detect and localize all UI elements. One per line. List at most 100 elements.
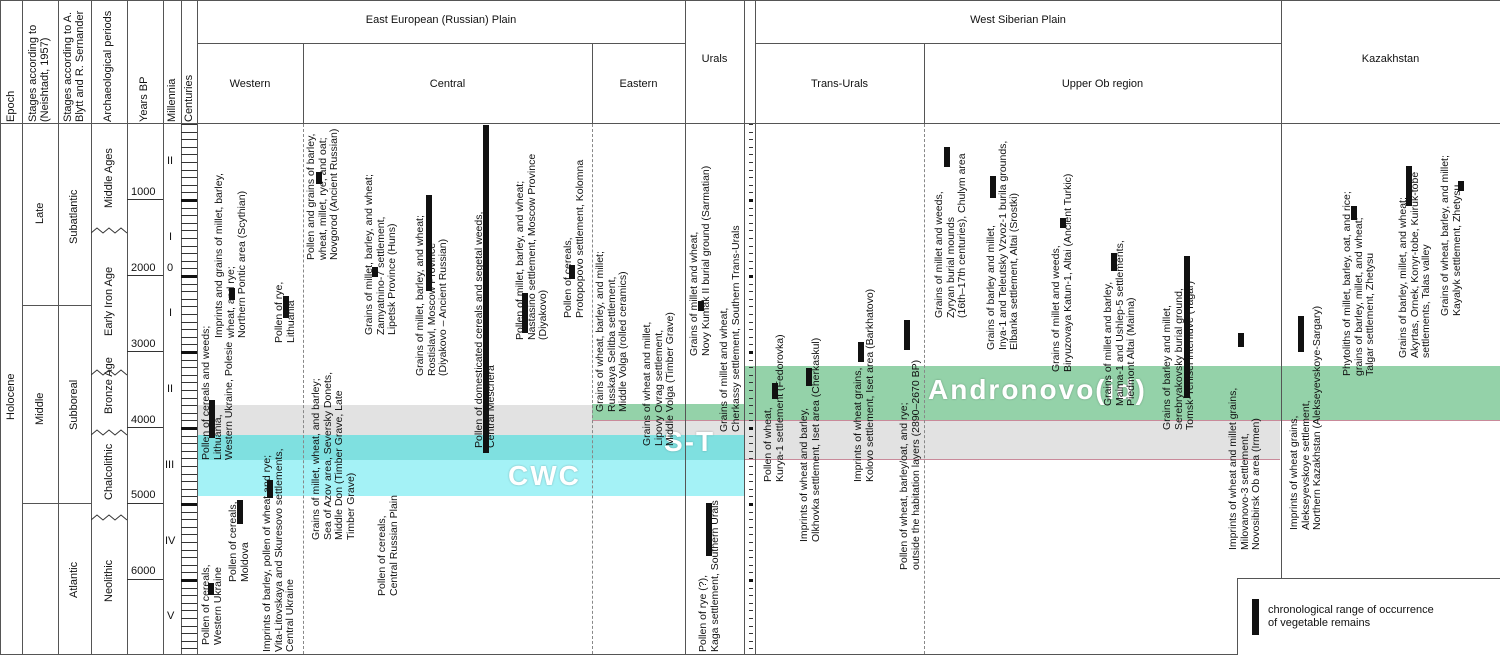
year-tick — [127, 275, 163, 276]
millennium-III: III — [165, 459, 175, 471]
edge-century-tick — [749, 321, 753, 323]
cwc-band — [197, 435, 744, 460]
century-tick — [181, 640, 197, 642]
century-tick — [181, 306, 197, 308]
range-bar-c7 — [522, 293, 528, 333]
header-epoch: Epoch — [5, 90, 17, 122]
col-line — [755, 0, 756, 655]
century-tick — [181, 329, 197, 331]
range-bar-o6 — [1238, 333, 1244, 347]
century-tick — [181, 420, 197, 422]
century-tick — [181, 344, 197, 346]
entry-k4: Grains of wheat, barley, and millet; Kay… — [1439, 155, 1463, 316]
edge-century-tick — [749, 230, 753, 232]
edge-century-tick — [749, 131, 753, 133]
range-bar-c1 — [316, 172, 322, 184]
header-wsplain: West Siberian Plain — [970, 14, 1066, 26]
century-tick — [181, 146, 197, 148]
andronovo-band — [592, 404, 744, 420]
col-line — [163, 0, 164, 655]
entry-u3: Grains of millet and wheat, Cherkassy se… — [718, 225, 742, 432]
century-tick — [181, 390, 197, 391]
edge-century-tick — [749, 519, 753, 521]
edge-century-tick — [749, 435, 753, 437]
edge-century-tick — [749, 397, 753, 399]
century-tick — [181, 466, 197, 467]
edge-century-tick — [749, 412, 753, 414]
edge-century-tick — [749, 466, 753, 467]
andronovo-band-wide — [744, 366, 1500, 420]
century-tick — [181, 579, 197, 582]
century-tick — [181, 230, 197, 232]
header-upperob: Upper Ob region — [1061, 78, 1144, 90]
entry-w5: Imprints and grains of millet, barley, w… — [213, 173, 248, 338]
epoch-middle: Middle — [34, 392, 46, 425]
edge-century-tick — [749, 526, 753, 528]
century-tick — [181, 458, 197, 460]
header-centuries: Centuries — [183, 74, 195, 122]
entry-c1: Pollen and grains of barley, wheat, mill… — [305, 128, 340, 260]
century-tick — [181, 275, 197, 278]
century-tick — [181, 291, 197, 293]
century-tick — [181, 511, 197, 513]
entry-c7: Pollen of millet, barley, and wheat; Nas… — [514, 153, 549, 340]
year-5000: 5000 — [131, 489, 156, 501]
range-bar-c4 — [372, 267, 378, 277]
edge-century-tick — [749, 260, 753, 262]
edge-century-tick — [749, 146, 753, 148]
edge-century-tick — [749, 420, 753, 422]
col-line — [685, 0, 686, 655]
edge-century-tick — [749, 595, 753, 597]
edge-century-tick — [749, 238, 753, 239]
century-tick — [181, 587, 197, 589]
range-bar-o4 — [1111, 253, 1117, 271]
header-western: Western — [229, 78, 271, 90]
range-bar-w6 — [283, 296, 289, 318]
wsplain-underline — [755, 43, 1281, 44]
century-tick — [181, 162, 197, 163]
entry-k1: Imprints of wheat grains, Alekseyevskoye… — [1288, 305, 1323, 530]
century-tick — [181, 245, 197, 247]
zigzag-1 — [91, 227, 127, 234]
century-tick — [181, 298, 197, 300]
entry-w4: Pollen of cereals and weeds; Lithuania, … — [200, 325, 235, 460]
range-bar-w5 — [229, 288, 235, 300]
dashed-divider — [924, 124, 925, 654]
col-line — [197, 0, 198, 655]
century-tick — [181, 564, 197, 566]
header-row-line — [0, 123, 1500, 124]
header-transurals: Trans-Urals — [810, 78, 869, 90]
range-bar-k2 — [1351, 206, 1357, 220]
dashed-divider — [592, 124, 593, 654]
edge-century-tick — [749, 610, 753, 612]
century-tick — [181, 519, 197, 521]
edge-century-tick — [749, 564, 753, 566]
st-grey-band — [197, 405, 592, 435]
century-tick — [181, 496, 197, 498]
range-bar-k4 — [1458, 181, 1464, 191]
century-tick — [181, 131, 197, 133]
grid-top — [0, 0, 1500, 1]
zigzag-3 — [91, 429, 127, 436]
epoch-late: Late — [34, 202, 46, 224]
range-bar-t3 — [858, 342, 864, 362]
edge-century-tick — [749, 488, 753, 490]
century-tick — [181, 435, 197, 437]
millennium-IV: IV — [165, 535, 176, 547]
century-tick — [181, 602, 197, 604]
year-tick — [127, 351, 163, 352]
epoch-holocene: Holocene — [5, 373, 17, 420]
edge-century-tick — [749, 549, 753, 551]
year-tick — [127, 503, 163, 504]
century-tick — [181, 192, 197, 194]
century-tick — [181, 443, 197, 445]
century-tick — [181, 184, 197, 186]
stage-subatlantic: Subatlantic — [68, 189, 80, 244]
header-central: Central — [429, 78, 466, 90]
edge-century-tick — [749, 511, 753, 513]
year-6000: 6000 — [131, 565, 156, 577]
edge-century-tick — [749, 473, 753, 475]
stage-subboreal: Subboreal — [68, 379, 80, 430]
edge-century-tick — [749, 154, 753, 156]
century-tick — [181, 549, 197, 551]
